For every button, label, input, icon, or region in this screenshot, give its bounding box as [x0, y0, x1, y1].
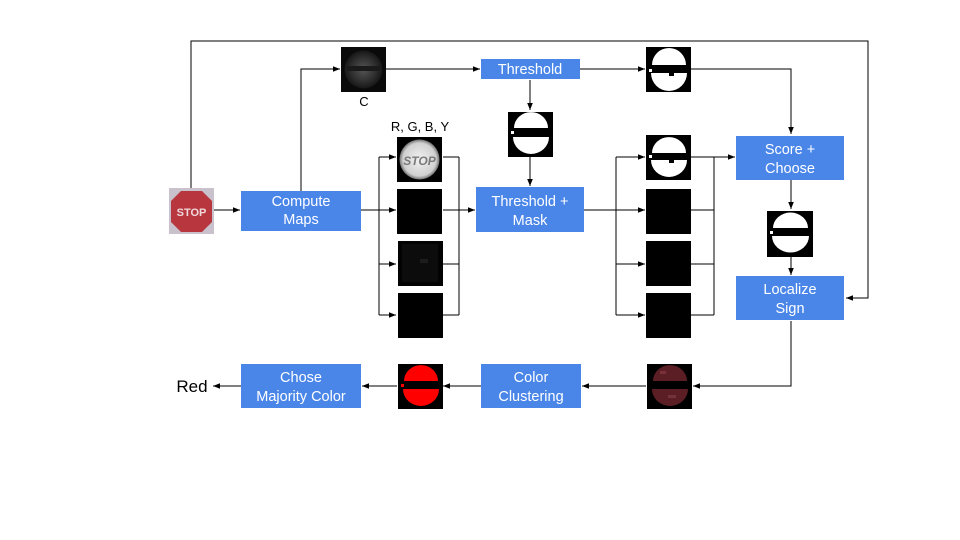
threshold-label: Threshold — [498, 62, 562, 78]
connector-input-to-localize — [190, 40, 869, 301]
majority-color-label-1: Chose — [280, 370, 322, 386]
rgby-label: R, G, B, Y — [391, 119, 450, 134]
connectors — [190, 40, 869, 389]
connector-compute-to-c — [300, 66, 340, 191]
mid-threshold-image — [508, 112, 553, 157]
masked-sign-image — [647, 364, 692, 409]
c-map-label: C — [359, 94, 368, 109]
mask-output-3-image — [646, 241, 691, 286]
color-clustering-label-1: Color — [514, 370, 549, 386]
color-clustering-label-2: Clustering — [498, 389, 563, 405]
compute-maps-label-2: Maps — [283, 212, 318, 228]
chosen-mask-image — [767, 211, 813, 257]
input-stop-sign-image: STOP — [169, 188, 214, 234]
g-map-image — [397, 189, 442, 234]
y-map-image — [398, 293, 443, 338]
threshold-box: Threshold — [481, 59, 580, 79]
mask-output-4-image — [646, 293, 691, 338]
color-clustering-box: Color Clustering — [481, 364, 581, 408]
threshold-mask-label-2: Mask — [513, 213, 548, 229]
score-choose-label-2: Choose — [765, 161, 815, 177]
b-map-image — [398, 241, 443, 286]
localize-sign-label-1: Localize — [763, 282, 816, 298]
threshold-mask-label-1: Threshold + — [492, 194, 569, 210]
r-map-stop-text: STOP — [403, 154, 436, 168]
stop-sign-text: STOP — [177, 207, 207, 219]
threshold-output-image — [646, 47, 691, 92]
connector-localize-to-masked — [693, 321, 792, 389]
mask-output-2-image — [646, 189, 691, 234]
clustered-red-image — [398, 364, 443, 409]
majority-color-box: Chose Majority Color — [241, 364, 361, 408]
output-color-label: Red — [176, 377, 207, 396]
localize-sign-label-2: Sign — [775, 301, 804, 317]
mask-output-1-image — [646, 135, 691, 180]
majority-color-label-2: Majority Color — [256, 389, 346, 405]
score-choose-box: Score + Choose — [736, 136, 844, 180]
compute-maps-label-1: Compute — [272, 194, 331, 210]
threshold-mask-box: Threshold + Mask — [476, 187, 584, 232]
localize-sign-box: Localize Sign — [736, 276, 844, 320]
c-map-image — [341, 47, 386, 92]
connector-thrimage-to-score — [691, 68, 794, 134]
compute-maps-box: Compute Maps — [241, 191, 361, 231]
score-choose-label-1: Score + — [765, 142, 815, 158]
r-map-image: STOP — [397, 137, 442, 182]
